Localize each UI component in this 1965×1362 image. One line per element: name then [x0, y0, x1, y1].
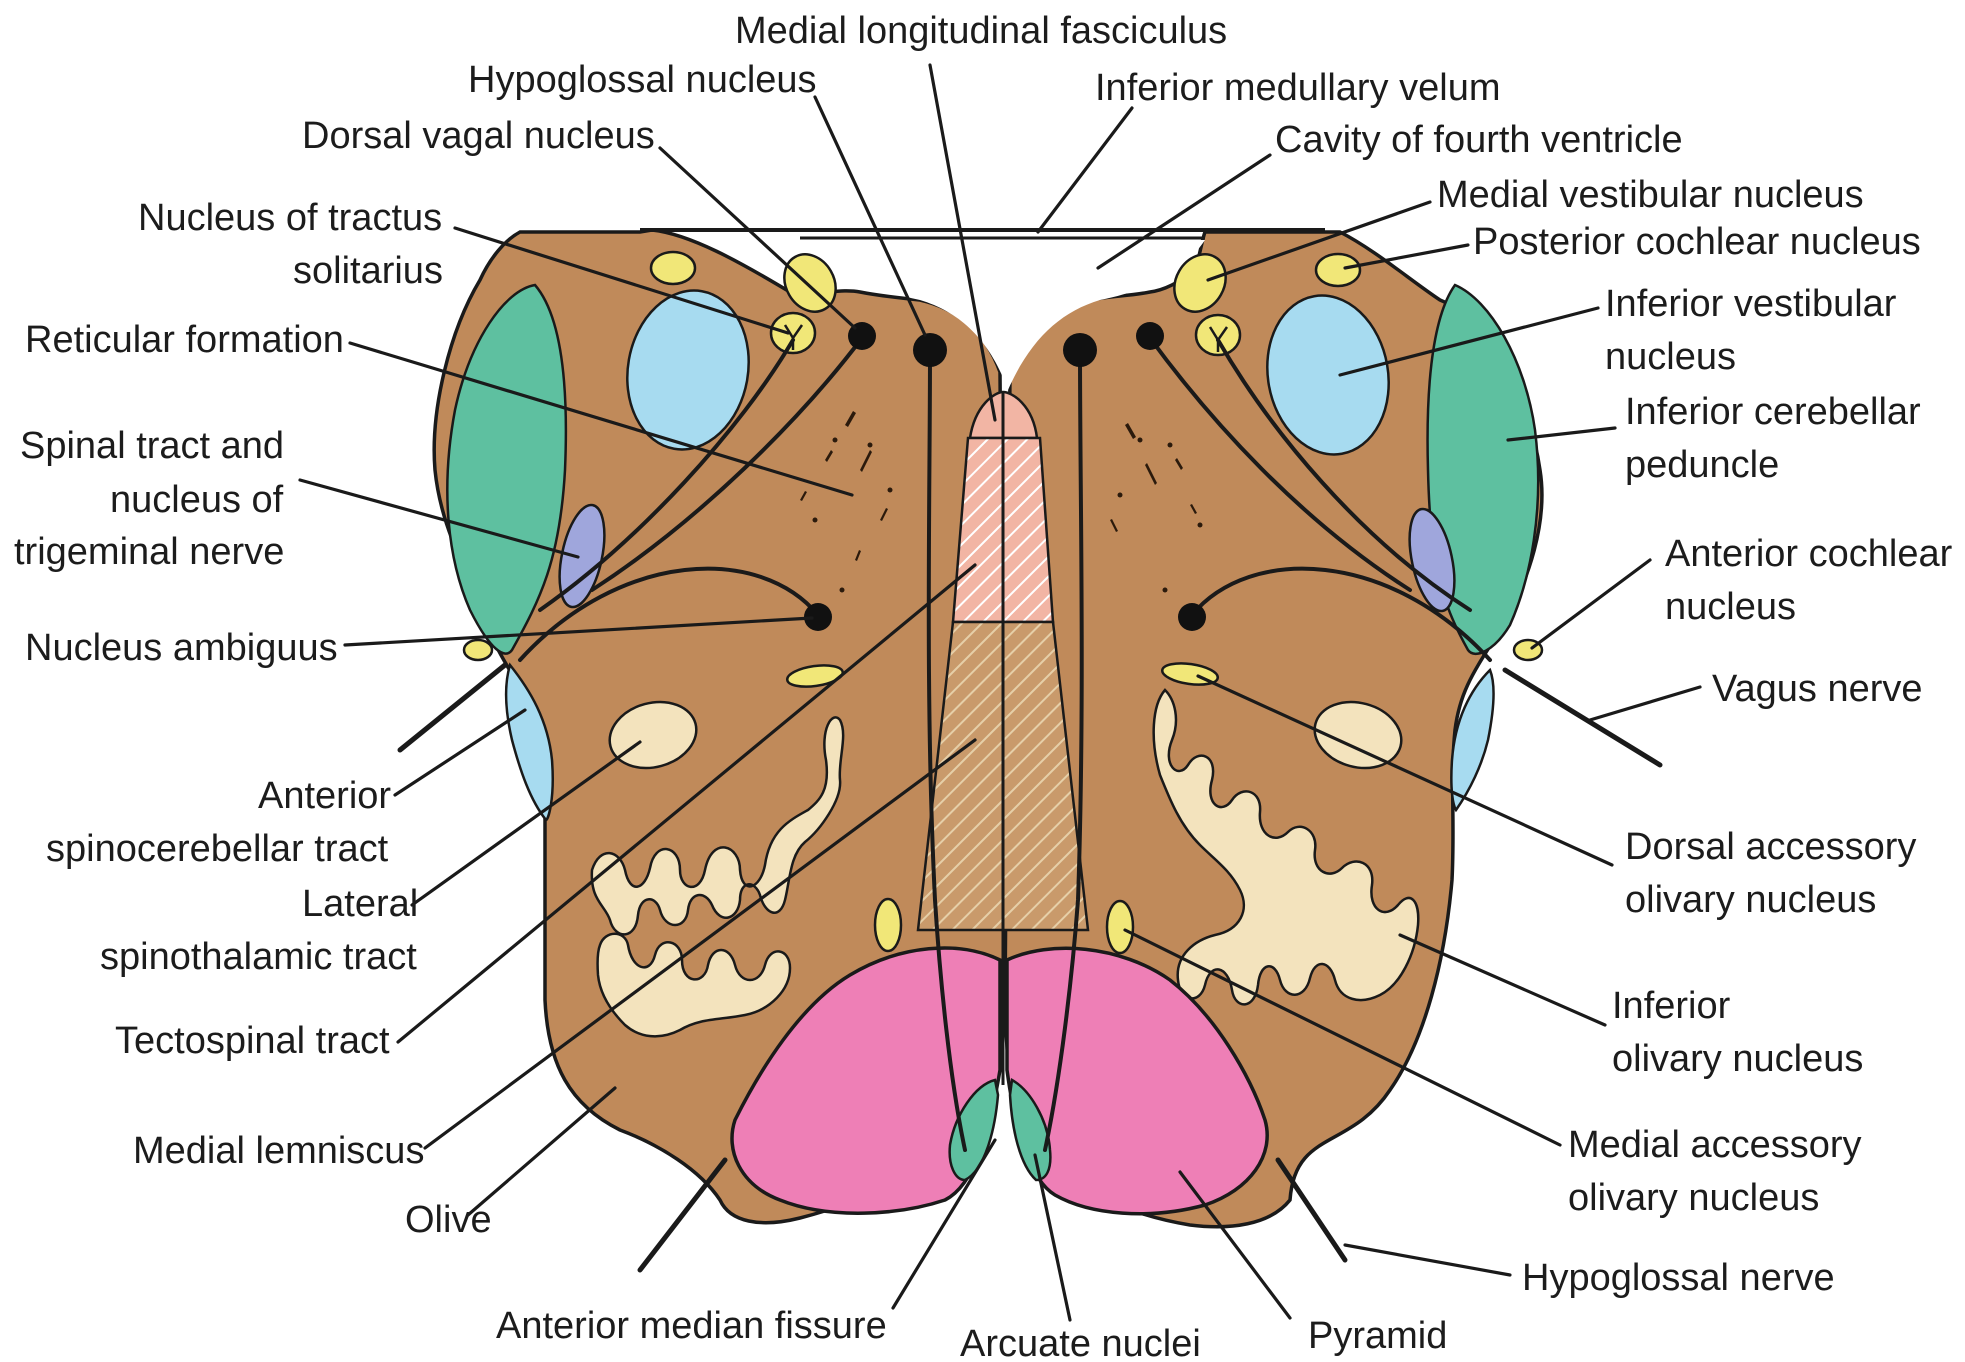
label-nucleus-tractus-solitarius-line1: Nucleus of tractus — [138, 197, 442, 239]
label-medial-longitudinal-fasciculus: Medial longitudinal fasciculus — [735, 10, 1227, 52]
label-tectospinal-tract: Tectospinal tract — [115, 1020, 390, 1062]
label-inferior-cerebellar-peduncle-line1: Inferior cerebellar — [1625, 391, 1921, 433]
leader-anterior-cochlear-nucleus — [1532, 560, 1650, 648]
label-arcuate-nuclei: Arcuate nuclei — [960, 1323, 1201, 1362]
reticular-dot — [840, 588, 845, 593]
reticular-dot — [868, 443, 873, 448]
reticular-dot — [1168, 443, 1173, 448]
leader-hypoglossal-nerve — [1345, 1245, 1510, 1275]
label-medial-accessory-olivary-line2: olivary nucleus — [1568, 1177, 1819, 1219]
label-anterior-cochlear-nucleus-line2: nucleus — [1665, 586, 1796, 628]
label-spinal-tract-trigeminal-line3: trigeminal nerve — [14, 531, 284, 573]
hypoglossal-nerve-left — [640, 1160, 725, 1270]
label-posterior-cochlear-nucleus: Posterior cochlear nucleus — [1473, 221, 1921, 263]
label-olive: Olive — [405, 1199, 492, 1241]
label-dorsal-vagal-nucleus: Dorsal vagal nucleus — [302, 115, 655, 157]
nucleus-ambiguus-right — [1178, 603, 1206, 631]
label-anterior-median-fissure: Anterior median fissure — [496, 1305, 887, 1347]
medial-accessory-olivary-right — [1107, 901, 1133, 953]
label-anterior-cochlear-nucleus-line1: Anterior cochlear — [1665, 533, 1953, 575]
reticular-dot — [813, 518, 818, 523]
reticular-dot — [1198, 523, 1203, 528]
label-lateral-spinothalamic-tract-line2: spinothalamic tract — [100, 936, 417, 978]
leader-anterior-spinocerebellar-tract — [395, 710, 525, 795]
label-spinal-tract-trigeminal-line2: nucleus of — [110, 479, 284, 521]
label-pyramid: Pyramid — [1308, 1315, 1447, 1357]
label-anterior-spinocerebellar-tract-line2: spinocerebellar tract — [46, 828, 389, 870]
label-anterior-spinocerebellar-tract-line1: Anterior — [258, 775, 391, 817]
vagus-nerve-left — [400, 665, 505, 750]
label-inferior-olivary-nucleus-line2: olivary nucleus — [1612, 1038, 1863, 1080]
label-dorsal-accessory-olivary-line2: olivary nucleus — [1625, 879, 1876, 921]
leader-vagus-nerve — [1590, 687, 1700, 720]
posterior-cochlear-nucleus-right — [1316, 254, 1360, 286]
leader-inferior-medullary-velum — [1038, 108, 1132, 232]
hypoglossal-nerve-right — [1278, 1160, 1345, 1260]
posterior-cochlear-nucleus-left — [651, 252, 695, 284]
medial-accessory-olivary-left — [875, 899, 901, 951]
hypoglossal-nucleus-right — [1063, 333, 1097, 367]
label-inferior-vestibular-nucleus-line1: Inferior vestibular — [1605, 283, 1897, 325]
reticular-dot — [1138, 438, 1143, 443]
hypoglossal-nucleus-left — [913, 333, 947, 367]
label-medial-accessory-olivary-line1: Medial accessory — [1568, 1124, 1862, 1166]
dorsal-vagal-nucleus-right — [1136, 322, 1164, 350]
label-hypoglossal-nucleus: Hypoglossal nucleus — [468, 59, 817, 101]
label-hypoglossal-nerve: Hypoglossal nerve — [1522, 1257, 1835, 1299]
label-inferior-vestibular-nucleus-line2: nucleus — [1605, 336, 1736, 378]
label-spinal-tract-trigeminal-line1: Spinal tract and — [20, 425, 284, 467]
label-lateral-spinothalamic-tract-line1: Lateral — [302, 883, 418, 925]
reticular-dot — [1118, 493, 1123, 498]
label-nucleus-ambiguus: Nucleus ambiguus — [25, 627, 338, 669]
label-inferior-cerebellar-peduncle-line2: peduncle — [1625, 444, 1779, 486]
label-medial-vestibular-nucleus: Medial vestibular nucleus — [1437, 174, 1864, 216]
reticular-dot — [1163, 588, 1168, 593]
label-vagus-nerve: Vagus nerve — [1712, 668, 1923, 710]
label-medial-lemniscus: Medial lemniscus — [133, 1130, 424, 1172]
leader-olive — [468, 1088, 615, 1215]
label-cavity-of-fourth-ventricle: Cavity of fourth ventricle — [1275, 119, 1683, 161]
label-dorsal-accessory-olivary-line1: Dorsal accessory — [1625, 826, 1916, 868]
reticular-dot — [833, 438, 838, 443]
reticular-dot — [888, 488, 893, 493]
vagus-nerve-right — [1505, 670, 1660, 765]
anterior-cochlear-nucleus-left — [464, 640, 492, 660]
label-inferior-medullary-velum: Inferior medullary velum — [1095, 67, 1500, 109]
label-inferior-olivary-nucleus-line1: Inferior — [1612, 985, 1731, 1027]
label-reticular-formation: Reticular formation — [25, 319, 344, 361]
label-nucleus-tractus-solitarius-line2: solitarius — [293, 250, 443, 292]
